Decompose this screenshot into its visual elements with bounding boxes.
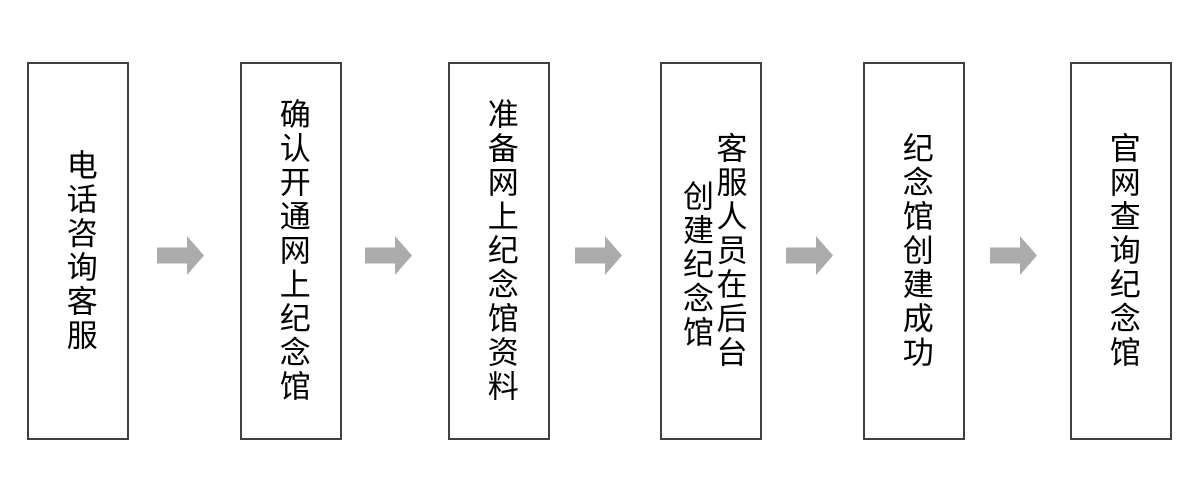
flow-node-label: 电话咨询客服 (60, 149, 97, 353)
flow-node-prepare-memorial-materials[interactable]: 准备网上纪念馆资料 (448, 62, 550, 440)
flow-arrow-right-icon (157, 236, 204, 275)
flow-node-label: 准备网上纪念馆资料 (481, 98, 518, 404)
flow-node-label: 确认开通网上纪念馆 (273, 98, 310, 404)
flow-node-phone-consult-support[interactable]: 电话咨询客服 (27, 62, 129, 440)
flow-arrow-right-icon (575, 236, 622, 275)
flow-node-memorial-created-successfully[interactable]: 纪念馆创建成功 (863, 62, 965, 440)
flow-arrow-right-icon (990, 236, 1037, 275)
flow-node-label-column-1: 客服人员在后台 (710, 132, 747, 370)
flow-arrow-right-icon (365, 236, 412, 275)
flow-node-support-staff-creates-memorial[interactable]: 客服人员在后台 创建纪念馆 (660, 62, 762, 440)
flow-node-label-column-2: 创建纪念馆 (677, 180, 713, 350)
flow-node-confirm-open-online-memorial[interactable]: 确认开通网上纪念馆 (240, 62, 342, 440)
flow-arrow-right-icon (786, 236, 833, 275)
flow-node-label: 纪念馆创建成功 (896, 132, 933, 370)
flow-node-query-memorial-on-official-site[interactable]: 官网查询纪念馆 (1070, 62, 1172, 440)
flow-node-label: 官网查询纪念馆 (1103, 132, 1140, 370)
